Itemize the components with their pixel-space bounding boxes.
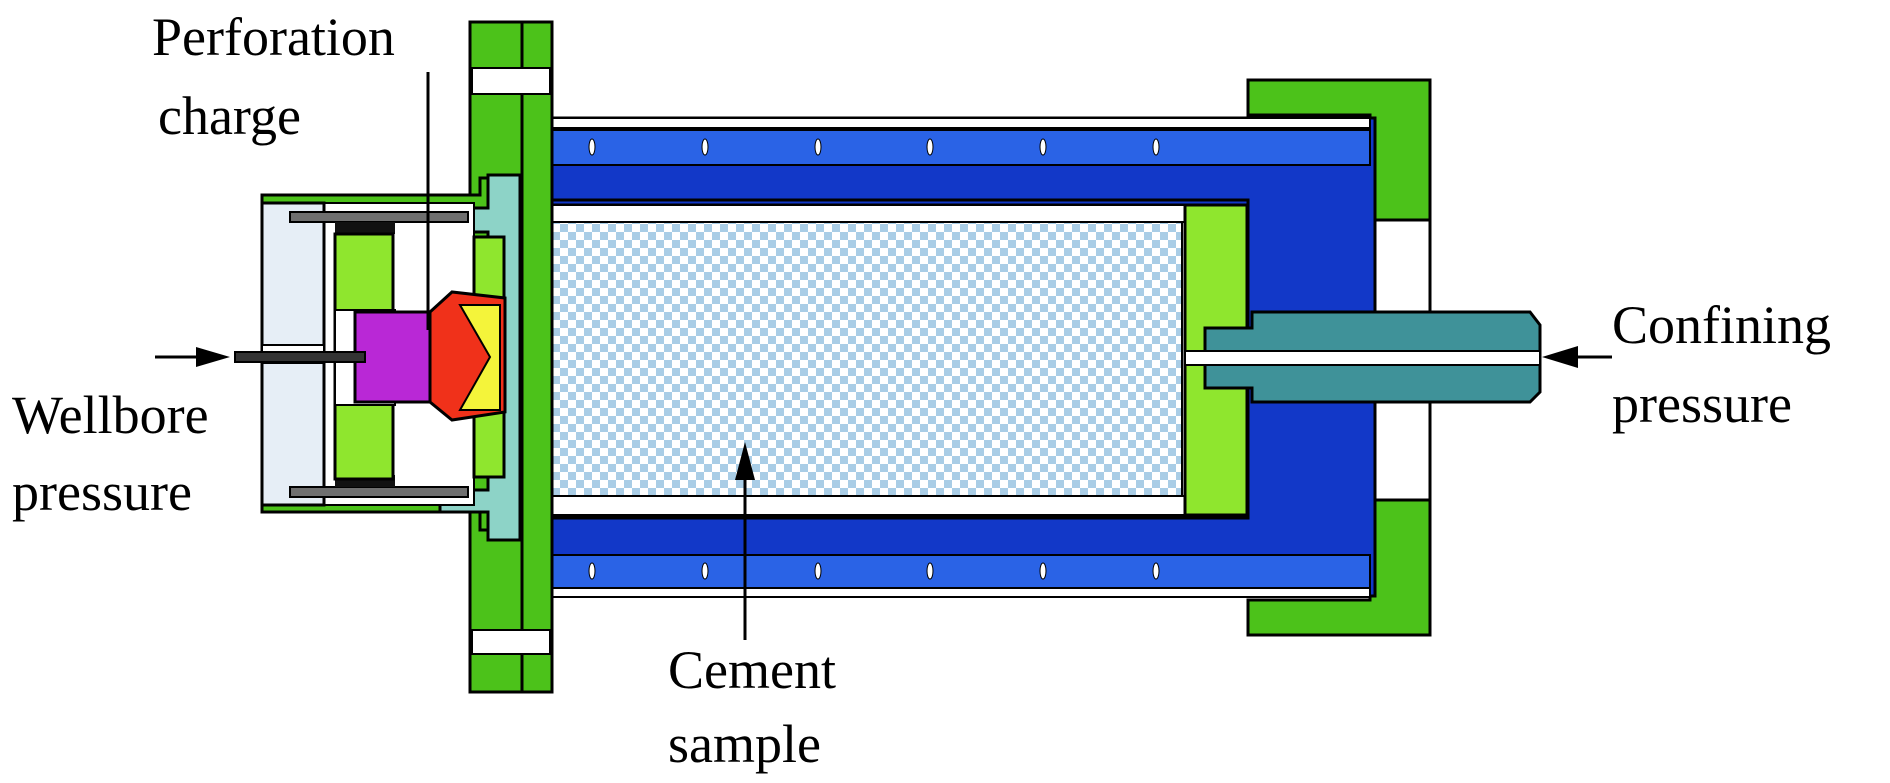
- confining-pressure-arrow: [1542, 346, 1612, 368]
- confining-pressure-label-line1: Confining: [1612, 295, 1831, 355]
- confining-pressure-label-line2: pressure: [1612, 374, 1792, 434]
- cement-sample-label-line1: Cement: [668, 640, 836, 700]
- wellbore-pressure-label-line2: pressure: [12, 462, 192, 522]
- cement-sample-label-line2: sample: [668, 714, 821, 774]
- wellbore-pressure-line: [234, 351, 366, 363]
- cement-sample-arrow: [735, 442, 755, 640]
- perforation-charge-label-line2: charge: [158, 86, 301, 146]
- perforation-charge: [353, 290, 507, 422]
- perforation-charge-label-line1: Perforation: [152, 7, 395, 67]
- wellbore-pressure-arrow: [155, 347, 230, 367]
- confining-pressure-port: [1184, 310, 1542, 404]
- cement-sample: [543, 203, 1187, 517]
- wellbore-pressure-label-line1: Wellbore: [12, 385, 209, 445]
